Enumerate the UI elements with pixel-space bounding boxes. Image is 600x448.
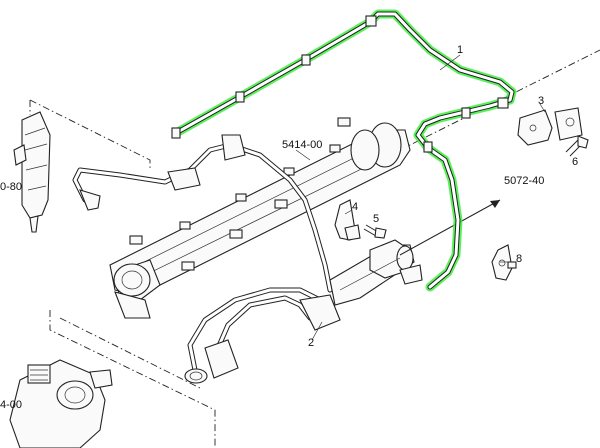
leak-off-line [171,11,515,290]
bracket [517,107,583,146]
label-part-8: 8 [516,253,522,265]
label-part-5: 5 [373,213,379,225]
injector [13,111,51,233]
label-part-6: 6 [572,156,578,168]
ref-return-line: 5072-40 [504,175,544,187]
clip-4 [334,199,361,241]
ref-fuel-rail: 5414-00 [282,139,322,151]
label-part-1: 1 [457,44,463,56]
ref-pump: 4-00 [0,399,22,411]
fuel-rail [109,117,411,319]
supply-hose [184,287,341,384]
label-part-2: 2 [308,337,314,349]
connector-block [329,239,423,306]
return-arrow [399,199,501,256]
sensor-8 [491,244,517,281]
bolt-5 [363,224,387,239]
ref-injector: 0-80 [0,181,22,193]
label-part-4: 4 [352,201,358,213]
injector-pipe [72,134,333,293]
reference-frame-lines [29,49,600,448]
pump [9,359,113,448]
bolt-6 [565,135,589,157]
leader-lines [295,54,546,341]
label-part-3: 3 [538,95,544,107]
